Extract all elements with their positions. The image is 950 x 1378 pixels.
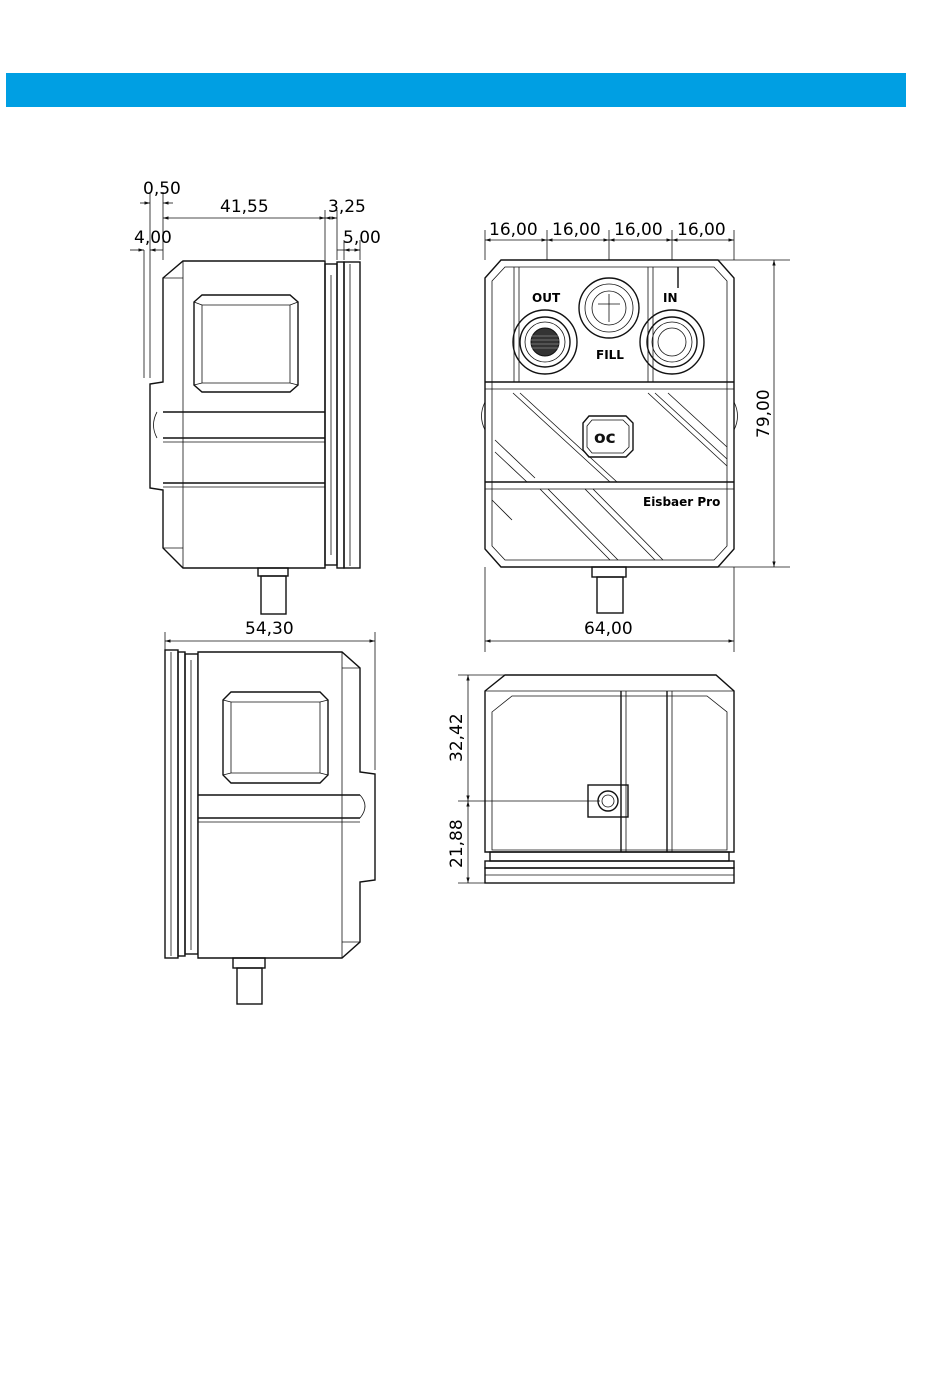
dim-3-25: 3,25 bbox=[328, 197, 366, 217]
dim-front-height: 79,00 bbox=[754, 389, 774, 438]
label-out: OUT bbox=[532, 291, 561, 305]
dim-front-w3: 16,00 bbox=[614, 220, 663, 240]
bottom-view: 32,42 21,88 bbox=[447, 675, 734, 883]
side-view-bottom: 54,30 bbox=[165, 619, 375, 1004]
label-fill: FILL bbox=[596, 348, 624, 362]
dim-5-00: 5,00 bbox=[343, 228, 381, 248]
dim-bottom-lower: 21,88 bbox=[447, 819, 467, 868]
side-view-top: 0,50 41,55 3,25 4,00 5,00 bbox=[130, 179, 381, 614]
dim-bottom-upper: 32,42 bbox=[447, 713, 467, 762]
brand-label: Eisbaer Pro bbox=[643, 495, 720, 509]
label-in: IN bbox=[663, 291, 678, 305]
front-view: OUT IN FILL Eisbaer Pro oc 16,00 16,00 1… bbox=[482, 220, 791, 652]
dim-0-50: 0,50 bbox=[143, 179, 181, 199]
dim-4-00: 4,00 bbox=[134, 228, 172, 248]
dim-front-w1: 16,00 bbox=[489, 220, 538, 240]
svg-text:oc: oc bbox=[594, 428, 616, 448]
dim-front-w2: 16,00 bbox=[552, 220, 601, 240]
dim-41-55: 41,55 bbox=[220, 197, 269, 217]
dim-front-w4: 16,00 bbox=[677, 220, 726, 240]
dim-side-width: 54,30 bbox=[245, 619, 294, 639]
dim-front-width: 64,00 bbox=[584, 619, 633, 639]
